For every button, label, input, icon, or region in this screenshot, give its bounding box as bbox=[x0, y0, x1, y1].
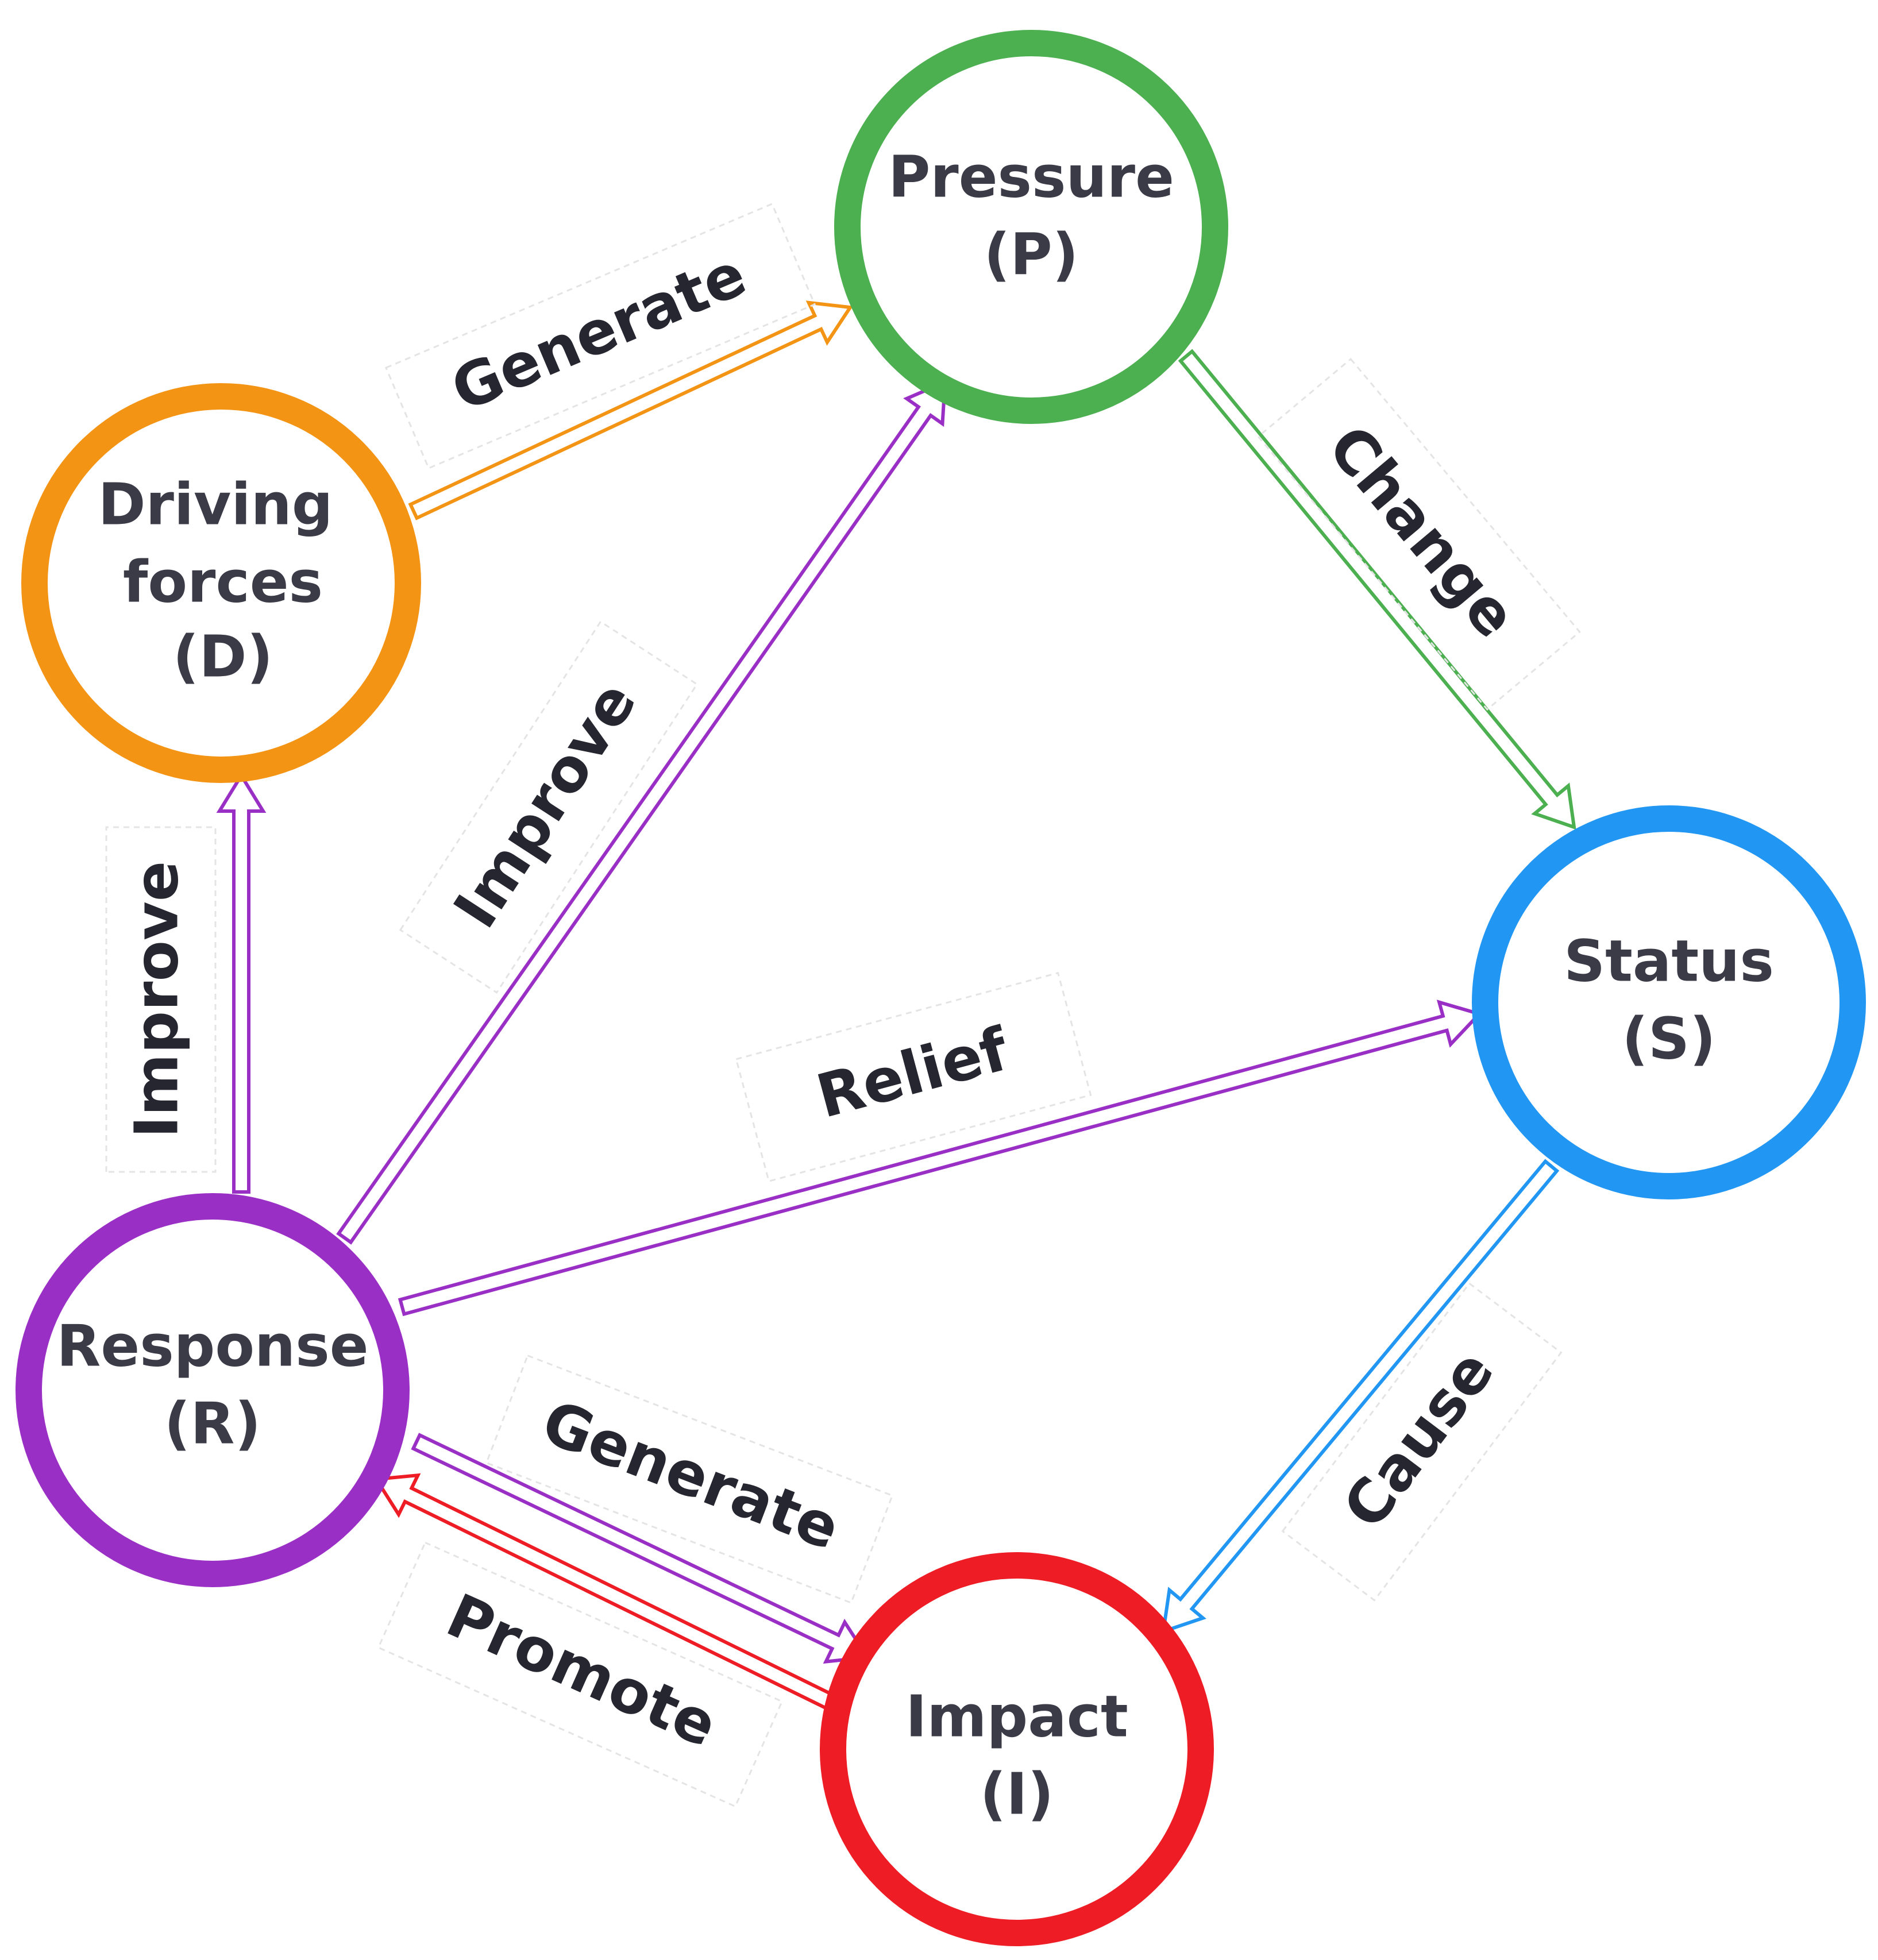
node-status-circle bbox=[1472, 805, 1866, 1199]
node-response-circle bbox=[16, 1193, 410, 1587]
edge-r-to-s-arrow bbox=[398, 1000, 1483, 1317]
edge-i-to-r-arrow bbox=[373, 1473, 839, 1712]
node-status-code: (S) bbox=[1622, 1005, 1715, 1072]
edge-d-to-p-arrow bbox=[408, 300, 854, 520]
node-impact-code: (I) bbox=[980, 1760, 1054, 1827]
edge-p-to-s-arrow bbox=[1178, 349, 1576, 830]
edge-label-text: Improve bbox=[121, 861, 191, 1139]
node-response-code: (R) bbox=[164, 1390, 261, 1457]
node-pressure-label: Pressure bbox=[888, 143, 1174, 210]
node-driving-forces-code: (D) bbox=[173, 623, 273, 690]
node-status: Status (S) bbox=[1472, 805, 1866, 1199]
edge-label-text: Cause bbox=[1329, 1337, 1507, 1541]
edge-label-relief-r-s: Relief bbox=[735, 971, 1092, 1183]
node-impact: Impact (I) bbox=[820, 1552, 1214, 1946]
edge-label-text: Improve bbox=[440, 669, 650, 940]
edge-r-to-s bbox=[398, 1000, 1483, 1317]
node-impact-circle bbox=[820, 1552, 1214, 1946]
edge-p-to-s bbox=[1178, 349, 1576, 830]
edge-r-to-d bbox=[216, 772, 267, 1194]
node-pressure-code: (P) bbox=[984, 221, 1079, 288]
edge-label-text: Change bbox=[1314, 412, 1530, 650]
edge-label-change-p-s: Change bbox=[1257, 357, 1581, 711]
node-driving-forces-label-line1: Driving bbox=[98, 470, 333, 538]
edge-i-to-r bbox=[373, 1473, 839, 1712]
node-driving-forces-circle bbox=[21, 383, 421, 783]
node-status-label: Status bbox=[1564, 927, 1774, 994]
edge-r-to-d-arrow bbox=[216, 772, 267, 1194]
edge-label-improve-r-d: Improve bbox=[105, 826, 217, 1173]
node-pressure: Pressure (P) bbox=[834, 30, 1228, 424]
edge-label-text: Generate bbox=[533, 1387, 849, 1564]
edges-layer bbox=[216, 300, 1576, 1712]
edge-s-to-i-arrow bbox=[1161, 1159, 1560, 1634]
node-driving-forces-label-line2: forces bbox=[123, 548, 323, 615]
node-response-label: Response bbox=[56, 1312, 368, 1379]
edge-d-to-p bbox=[408, 300, 854, 520]
node-driving-forces: Driving forces (D) bbox=[21, 383, 421, 783]
edge-label-text: Promote bbox=[437, 1580, 727, 1761]
node-response: Response (R) bbox=[16, 1193, 410, 1587]
nodes-layer: Pressure (P) Driving forces (D) Status (… bbox=[16, 30, 1866, 1946]
edge-label-text: Generate bbox=[442, 239, 756, 425]
node-pressure-circle bbox=[834, 30, 1228, 424]
node-impact-label: Impact bbox=[905, 1683, 1128, 1750]
edge-s-to-i bbox=[1161, 1159, 1560, 1634]
